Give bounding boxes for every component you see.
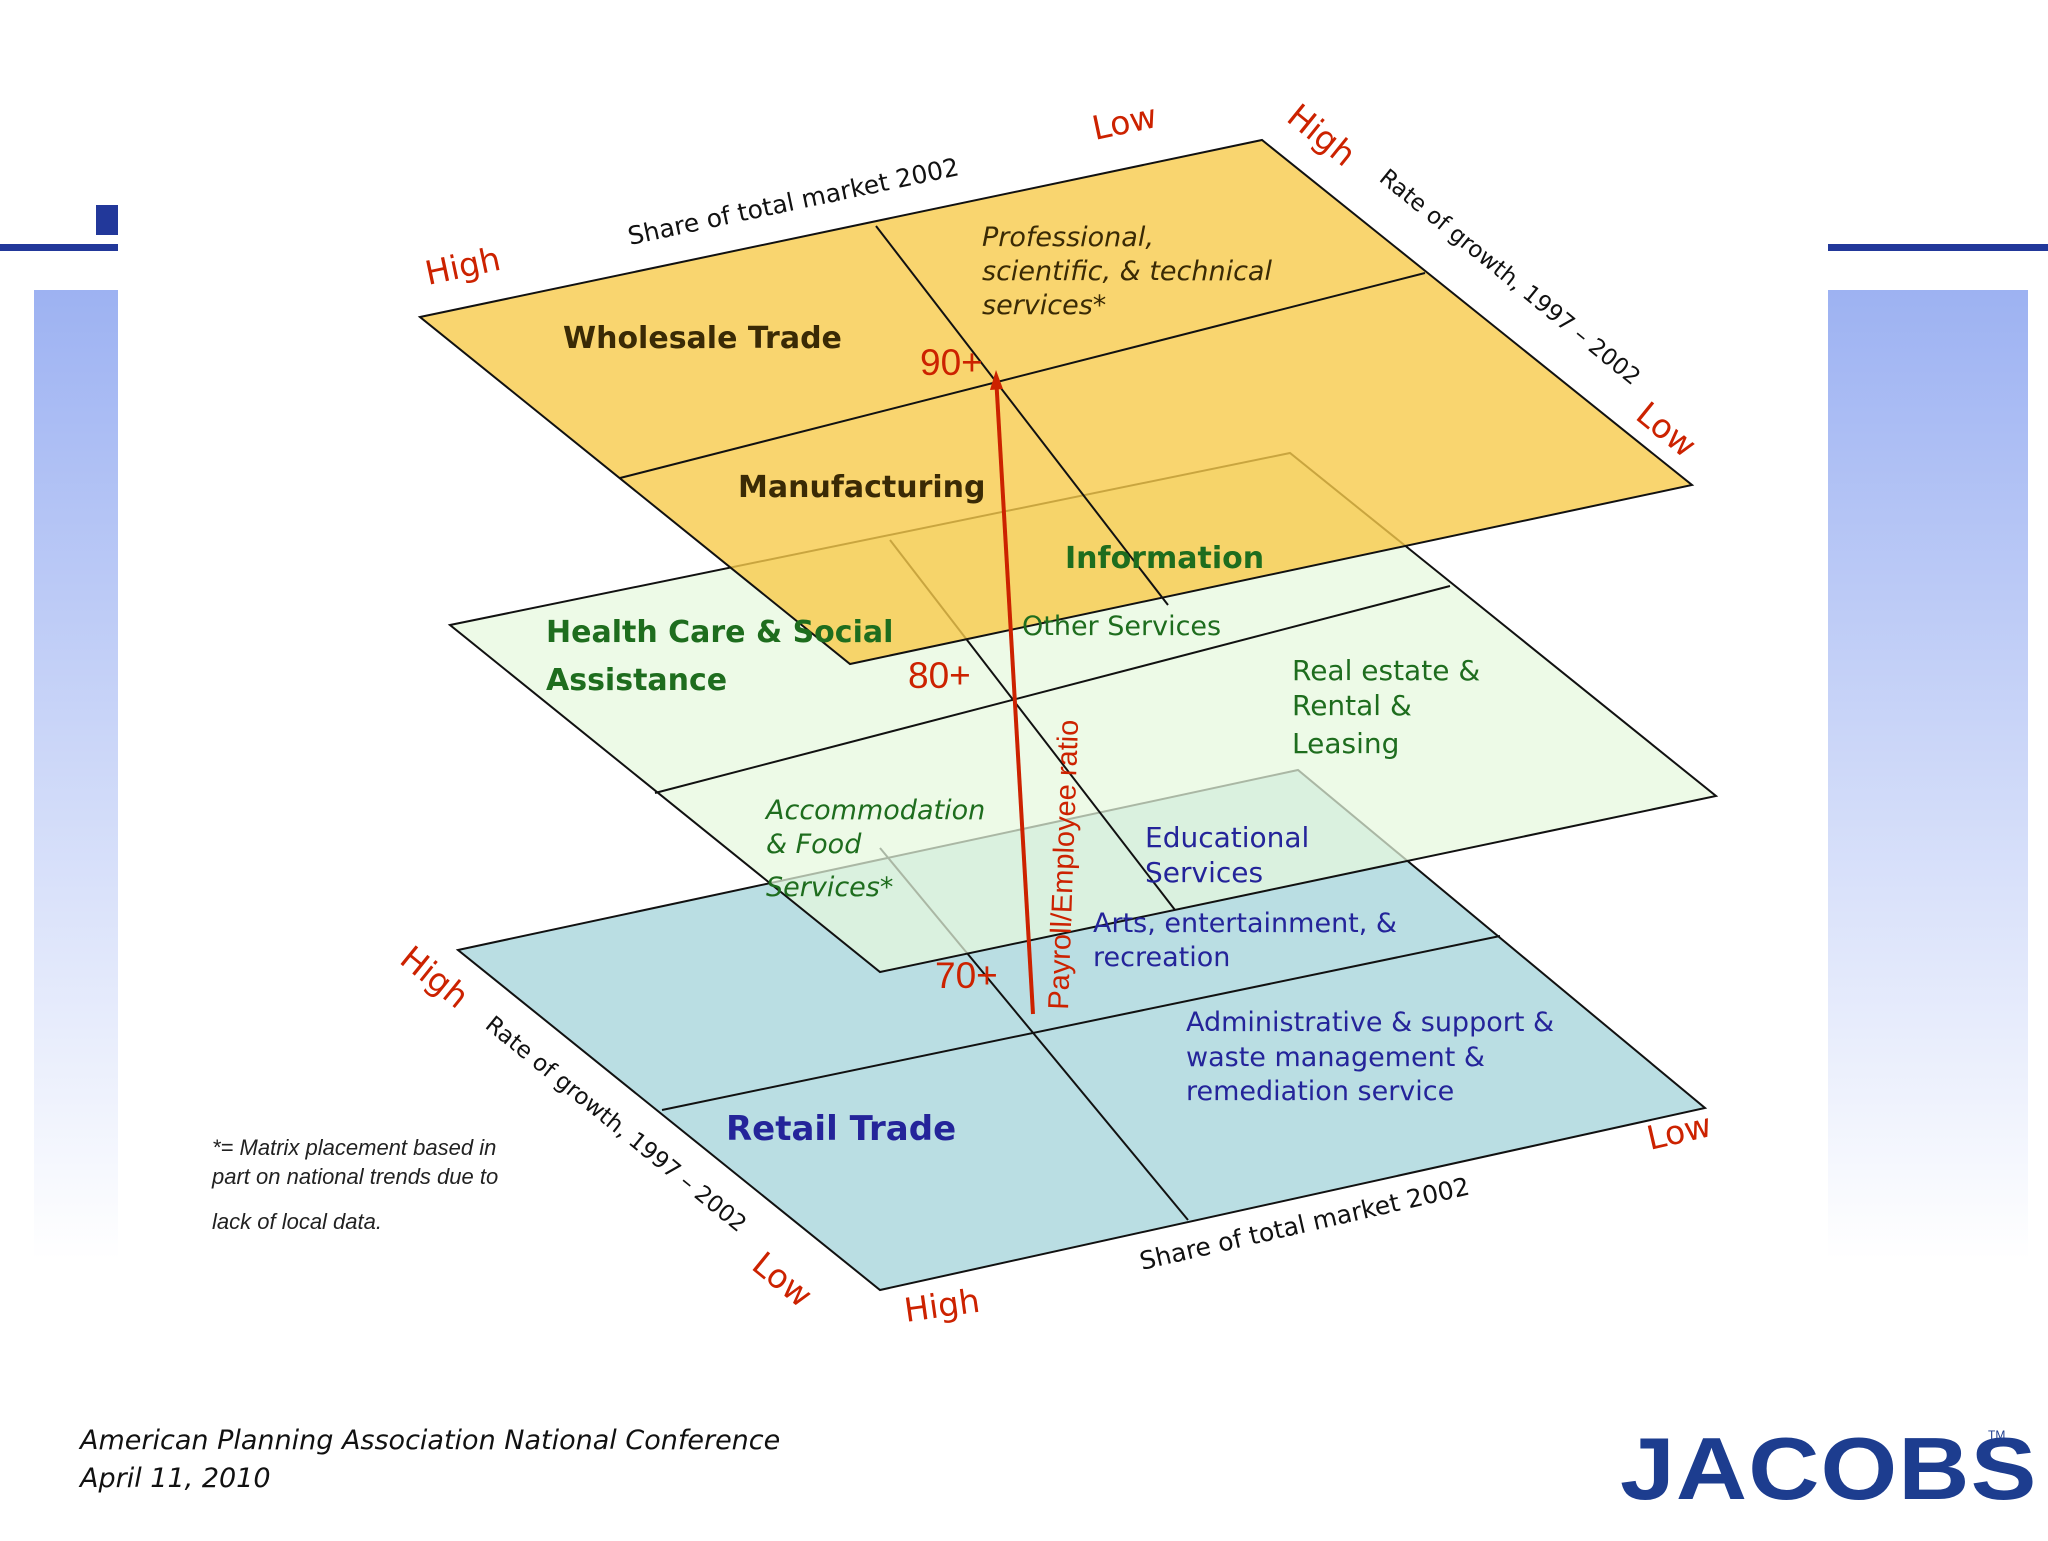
- header-rule-right: [1828, 244, 2048, 251]
- bottom-divider-growth: [661, 935, 1501, 1111]
- payroll-axis-line: [994, 375, 1035, 1015]
- top-plane: [417, 138, 1695, 666]
- cell-professional-line1: Professional,: [982, 222, 1154, 253]
- cell-admin-line1: Administrative & support &: [1186, 1007, 1554, 1038]
- cell-educational-line1: Educational: [1145, 821, 1309, 854]
- cell-manufacturing: Manufacturing: [738, 470, 986, 505]
- cell-accommodation-line3: Services*: [766, 872, 893, 903]
- jacobs-logo: JACOBS: [1620, 1419, 2038, 1518]
- cell-wholesale-trade: Wholesale Trade: [563, 321, 842, 356]
- top-high-growth-label: High: [1280, 96, 1363, 174]
- cell-other-services: Other Services: [1022, 611, 1221, 642]
- header-title-fragment: [96, 205, 118, 235]
- top-divider-growth: [619, 272, 1426, 479]
- cell-admin-line2: waste management &: [1186, 1042, 1485, 1073]
- cell-admin-line3: remediation service: [1186, 1076, 1454, 1107]
- cell-real-estate-line1: Real estate &: [1292, 654, 1480, 687]
- middle-divider-growth: [654, 585, 1451, 794]
- level-80-label: 80+: [908, 655, 971, 696]
- cell-accommodation-line2: & Food: [766, 829, 862, 860]
- footnote-line2: part on national trends due to: [211, 1164, 498, 1189]
- level-70-label: 70+: [935, 955, 998, 996]
- cell-health-line2: Assistance: [546, 663, 727, 698]
- footer-conference: American Planning Association National C…: [80, 1425, 781, 1456]
- cell-accommodation-line1: Accommodation: [764, 795, 985, 826]
- footnote-line1: *= Matrix placement based in: [212, 1135, 496, 1160]
- cell-educational-line2: Services: [1145, 856, 1263, 889]
- level-90-label: 90+: [920, 342, 983, 383]
- cell-arts-line1: Arts, entertainment, &: [1093, 908, 1397, 939]
- cell-health-line1: Health Care & Social: [546, 615, 893, 650]
- top-high-label: High: [422, 239, 504, 293]
- payroll-axis-arrowhead: [990, 370, 1003, 390]
- cell-real-estate-line2: Rental &: [1292, 689, 1412, 722]
- cell-arts-line2: recreation: [1093, 942, 1230, 973]
- top-divider-share: [875, 225, 1169, 606]
- cell-real-estate-line3: Leasing: [1292, 727, 1399, 760]
- cell-information: Information: [1065, 541, 1264, 576]
- logo-trademark: TM: [1988, 1428, 2006, 1442]
- top-low-label: Low: [1089, 96, 1161, 148]
- bottom-high-share-label: High: [902, 1281, 983, 1330]
- cell-professional-line2: scientific, & technical: [982, 256, 1272, 287]
- side-panel-right: [1828, 290, 2028, 1260]
- cell-retail-trade: Retail Trade: [726, 1109, 956, 1149]
- cell-professional-line3: services*: [982, 290, 1106, 321]
- side-panel-left: [34, 290, 118, 1260]
- header-rule-left: [0, 244, 118, 251]
- footnote-line3: lack of local data.: [212, 1209, 382, 1234]
- footer-date: April 11, 2010: [80, 1463, 271, 1494]
- bottom-low-growth-label: Low: [745, 1244, 820, 1315]
